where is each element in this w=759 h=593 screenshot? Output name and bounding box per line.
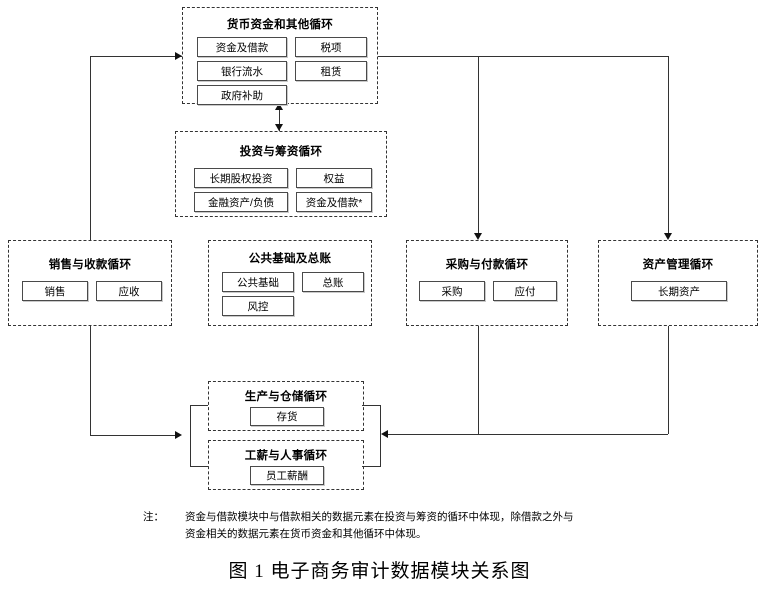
- item-payroll-employee-compensation[interactable]: 员工薪酬: [250, 466, 324, 485]
- module-production-warehouse-cycle[interactable]: 生产与仓储循环 存货: [208, 381, 364, 431]
- item-asset-long-term-assets[interactable]: 长期资产: [631, 281, 727, 301]
- module-payroll-title: 工薪与人事循环: [244, 450, 328, 462]
- item-sales-sales[interactable]: 销售: [22, 281, 88, 301]
- item-monetary-government-subsidy[interactable]: 政府补助: [197, 85, 287, 105]
- connector-sales-bottom-horizontal: [90, 435, 175, 436]
- module-production-title: 生产与仓储循环: [244, 391, 328, 403]
- bottom-left-bus-vertical: [190, 405, 191, 467]
- arrow-into-bottom-left-bus: [175, 431, 182, 439]
- module-investment-financing-cycle[interactable]: 投资与筹资循环 长期股权投资 权益 金融资产/负债 资金及借款*: [175, 131, 387, 217]
- connector-monetary-right-bus: [378, 56, 668, 57]
- item-monetary-lease[interactable]: 租赁: [295, 61, 367, 81]
- item-common-general-ledger[interactable]: 总账: [302, 272, 364, 292]
- arrow-into-bottom-right-bus: [381, 430, 388, 438]
- module-monetary-title: 货币资金和其他循环: [226, 19, 334, 31]
- arrow-into-monetary-left: [175, 52, 182, 60]
- item-purchase-procurement[interactable]: 采购: [419, 281, 485, 301]
- module-purchase-title: 采购与付款循环: [445, 259, 529, 271]
- item-monetary-funds-and-loans[interactable]: 资金及借款: [197, 37, 287, 57]
- module-purchase-payment-cycle[interactable]: 采购与付款循环 采购 应付: [406, 240, 568, 326]
- item-sales-receivable[interactable]: 应收: [96, 281, 162, 301]
- item-monetary-tax[interactable]: 税项: [295, 37, 367, 57]
- module-payroll-hr-cycle[interactable]: 工薪与人事循环 员工薪酬: [208, 440, 364, 490]
- connector-purchase-bottom-vertical: [478, 326, 479, 434]
- item-production-inventory[interactable]: 存货: [250, 407, 324, 426]
- connector-sales-bottom-vertical: [90, 326, 91, 435]
- note-label: 注：: [143, 511, 164, 523]
- item-investment-financial-assets-liabilities[interactable]: 金融资产/负债: [194, 192, 288, 212]
- arrow-into-monetary-bottom: [275, 103, 283, 110]
- figure-caption: 图 1 电子商务审计数据模块关系图: [228, 561, 531, 582]
- connector-asset-bottom-vertical: [668, 326, 669, 434]
- module-common-title: 公共基础及总账: [248, 253, 332, 265]
- arrow-into-purchase-top: [474, 233, 482, 240]
- connector-bottom-right-horizontal: [388, 434, 668, 435]
- connector-monetary-to-purchase-vertical: [478, 56, 479, 234]
- arrow-into-investment-top: [275, 124, 283, 131]
- connector-monetary-investment-vertical: [279, 104, 280, 131]
- bottom-right-bus-vertical: [380, 405, 381, 467]
- module-asset-title: 资产管理循环: [642, 259, 714, 271]
- item-investment-funds-and-loans[interactable]: 资金及借款*: [296, 192, 372, 212]
- item-common-risk-control[interactable]: 风控: [222, 296, 294, 316]
- item-common-base[interactable]: 公共基础: [222, 272, 294, 292]
- arrow-into-asset-top: [664, 233, 672, 240]
- module-sales-title: 销售与收款循环: [48, 259, 132, 271]
- module-sales-collection-cycle[interactable]: 销售与收款循环 销售 应收: [8, 240, 172, 326]
- bottom-right-bus-to-production: [362, 405, 380, 406]
- connector-monetary-to-asset-vertical: [668, 56, 669, 234]
- module-common-ledger[interactable]: 公共基础及总账 公共基础 总账 风控: [208, 240, 372, 326]
- bottom-left-bus-to-payroll: [190, 466, 208, 467]
- item-investment-long-term-equity[interactable]: 长期股权投资: [194, 168, 288, 188]
- note-line-2: 资金相关的数据元素在货币资金和其他循环中体现。: [185, 528, 427, 540]
- note-line-1: 资金与借款模块中与借款相关的数据元素在投资与筹资的循环中体现，除借款之外与: [185, 511, 574, 523]
- connector-sales-to-monetary-horizontal: [90, 56, 182, 57]
- bottom-right-bus-to-payroll: [362, 466, 380, 467]
- item-purchase-payable[interactable]: 应付: [493, 281, 557, 301]
- module-investment-title: 投资与筹资循环: [239, 146, 323, 158]
- connector-sales-to-monetary-vertical: [90, 56, 91, 240]
- module-asset-management-cycle[interactable]: 资产管理循环 长期资产: [598, 240, 758, 326]
- bottom-left-bus-to-production: [190, 405, 208, 406]
- item-investment-equity[interactable]: 权益: [296, 168, 372, 188]
- item-monetary-bank-flow[interactable]: 银行流水: [197, 61, 287, 81]
- module-monetary-cycle[interactable]: 货币资金和其他循环 资金及借款 税项 银行流水 租赁 政府补助: [182, 7, 378, 105]
